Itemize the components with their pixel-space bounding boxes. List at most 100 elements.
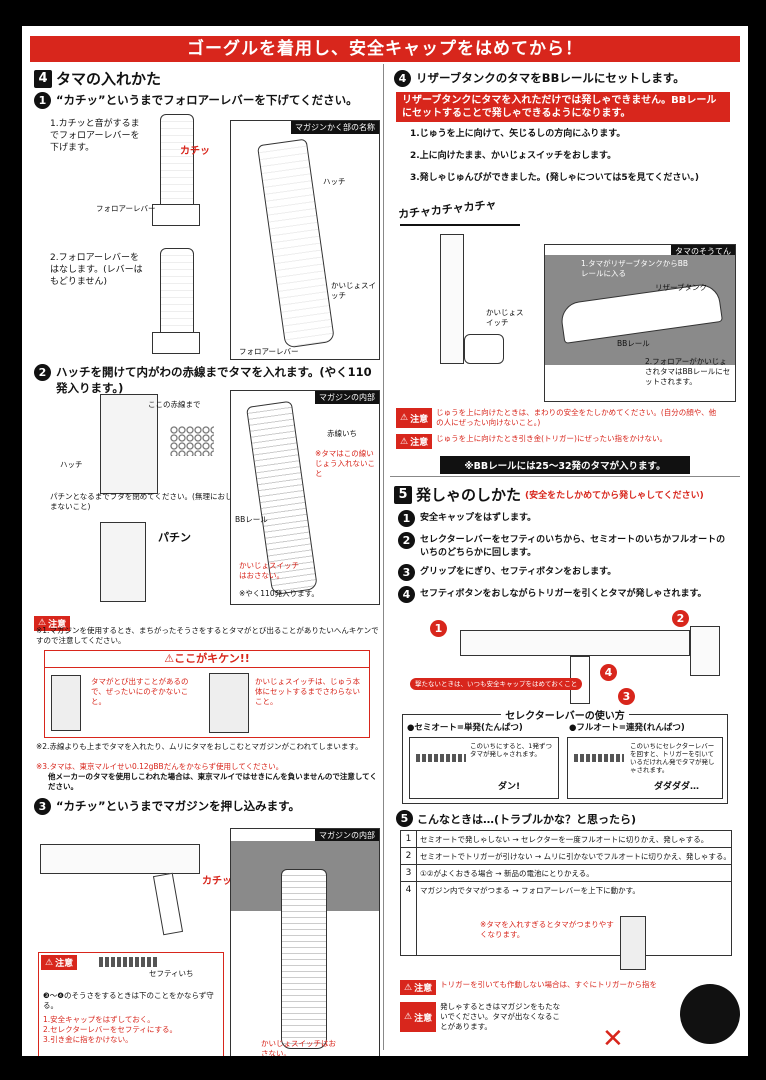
bb-rail-label: BBレール <box>235 515 268 524</box>
section-4-heading: タマの入れかた <box>56 70 162 88</box>
bb-rail-capacity-bar: ※BBレールには25〜32発のタマが入ります。 <box>440 456 690 474</box>
fire-step-2: 2 セレクターレバーをセフティのいちから、セミオートのいちかフルオートのいちのど… <box>398 532 734 558</box>
caution-2-box: ⚠注意 セフティいち ❸〜❹のそうさをするときは下のことをかならず守る。 1.安… <box>38 952 224 1056</box>
magazine-illustration-1 <box>160 114 194 214</box>
katchi-label-1: カチッ <box>180 146 210 157</box>
left-column: 4 タマの入れかた 1 “カチッ”というまでフォロアーレバーを下げてください。 … <box>30 64 384 1056</box>
pachin-label: パチン <box>158 531 191 544</box>
red-line-position: 赤線いち <box>327 429 357 438</box>
katchi-label-3: カチッ <box>202 876 232 887</box>
full-auto-note: このいちにセレクターレバーを回すと、トリガーを引いているだけれん発でタマが発しゃ… <box>630 742 715 774</box>
step-4-text: リザーブタンクのタマをBBレールにセットします。 <box>416 71 685 85</box>
step-4-caution-b: ⚠注意 じゅうを上に向けたとき引き金(トリガー)にぜったい指をかけない。 <box>396 434 716 449</box>
section-5-title: 5 発しゃのしかた (安全をたしかめてから発しゃしてください) <box>394 484 704 505</box>
danger-left-text: タマがとび出すことがあるので、ぜったいにのぞかないこと。 <box>91 677 189 706</box>
step-1-sub-2: 2.フォロアーレバーをはなします。(レバーはもどりません) <box>50 253 143 287</box>
magazine-illustration-2 <box>160 248 194 344</box>
bottom-caution-2-badge: ⚠注意 <box>400 1002 437 1032</box>
note-3: ※3.タマは、東京マルイせい0.12gBBだんをかならず使用してください。 <box>36 762 284 771</box>
bottom-caution-1: ⚠注意 トリガーを引いても作動しない場合は、すぐにトリガーから指を <box>400 980 660 995</box>
gun-stock <box>690 626 720 676</box>
semi-auto-panel: このいちにすると、1発ずつタマが発しゃされます。 ダン! <box>409 737 559 799</box>
trouble-row-num: 4 <box>401 882 417 955</box>
section-5-heading: 発しゃのしかた <box>416 486 522 504</box>
step-2-text: ハッチを開けて内がわの赤線までタマを入れます。(やく110発入ります。) <box>56 365 372 395</box>
hatch-open-illustration <box>100 394 158 494</box>
trouble-title: 5 こんなときは…(トラブルかな？と思ったら) <box>396 810 636 827</box>
note-2: ※2.赤線よりも上までタマを入れたり、ムリにタマをおしこむとマガジンがこわれてし… <box>36 742 363 751</box>
safety-position-label: セフティいち <box>149 969 194 978</box>
dadada-sound: ダダダダ… <box>654 782 700 792</box>
gun-body <box>40 844 200 874</box>
bottom-caution-1-label: 注意 <box>414 984 433 994</box>
loading-frame-title: タマのそうてん <box>671 245 735 258</box>
fire-step-2-text: セレクターレバーをセフティのいちから、セミオートのいちかフルオートのいちのどちら… <box>420 535 726 558</box>
danger-right-text: かいじょスイッチは、じゅう本体にセットするまでさわらないこと。 <box>255 677 360 706</box>
safety-cap-warning-pill: 撃たないときは、いつも安全キャップをはめておくこと <box>410 678 583 690</box>
step-4-number: 4 <box>394 70 411 87</box>
trouble-heading: こんなときは…(トラブルかな？と思ったら) <box>417 812 637 826</box>
caution-1-label: 注意 <box>48 619 67 630</box>
step-1-sub-1: 1.カチッと音がするまでフォロアーレバーを下げます。 <box>50 119 140 153</box>
bb-pellets <box>170 426 214 456</box>
semi-auto-note: このいちにすると、1発ずつタマが発しゃされます。 <box>470 742 552 758</box>
step-1-number: 1 <box>34 92 51 109</box>
caution-2-intro: ❸〜❹のそうさをするときは下のことをかならず守る。 <box>43 991 214 1010</box>
release-switch-note-2: かいじょスイッチはおさない。 <box>261 1039 336 1056</box>
gun-insert-illustration <box>40 824 220 944</box>
follower-lever-bottom-label: フォロアーレバー <box>239 347 299 356</box>
jammed-magazine-illustration <box>620 916 646 970</box>
section-4-title: 4 タマの入れかた <box>34 68 161 89</box>
step-4-item-1: 1.じゅうを上に向けて、矢じるしの方向にふります。 <box>410 129 626 139</box>
magazine-inside-title: マガジンの内部 <box>315 391 379 404</box>
note-3b: 他メーカーのタマを使用しこわれた場合は、東京マルイではせきにんを負いませんので注… <box>48 772 377 791</box>
section-divider <box>390 476 740 477</box>
step-4-caution-a: ⚠注意 じゅうを上に向けたときは、まわりの安全をたしかめてください。(自分の顔や… <box>396 408 716 428</box>
step-4-item-2: 2.上に向けたまま、かいじょスイッチをおします。 <box>410 151 617 161</box>
fire-step-1: 1 安全キャップをはずします。 <box>398 510 734 527</box>
semi-auto-label: ●セミオート=単発(たんぱつ) <box>407 723 523 733</box>
callout-2: 2 <box>672 610 689 627</box>
step-4-caution-b-label: 注意 <box>410 438 429 448</box>
bb-limit-note: ※タマはこの線いじょう入れないこと <box>315 449 375 478</box>
release-switch-label-2: かいじょスイッチ <box>486 308 524 327</box>
magazine-seated-view <box>281 869 327 1049</box>
redaction-circle <box>680 984 740 1044</box>
bottom-caution-2: ⚠注意 発しゃするときはマガジンをもたないでください。タマが出なくなることがあり… <box>400 1002 560 1032</box>
magazine-inserting <box>152 872 184 936</box>
loading-note-2: 2.フォロアーがかいじょされタマはBBレールにセットされます。 <box>645 357 731 386</box>
release-switch-label: かいじょスイッチ <box>331 281 376 300</box>
fire-step-4: 4 セフティボタンをおしながらトリガーを引くとタマが発しゃされます。 <box>398 586 734 603</box>
trouble-row-text: セミオートで発しゃしない → セレクターを一度フルオートに切りかえ、発しゃする。 <box>420 834 709 844</box>
kacha-label: カチャカチャカチャ <box>397 197 498 222</box>
magazine-inside-frame-2: マガジンの内部 かいじょスイッチはおさない。 <box>230 828 380 1056</box>
hatch-label-2: ハッチ <box>60 460 83 469</box>
cross-mark-icon: ✕ <box>602 1024 624 1054</box>
instruction-page: ゴーグルを着用し、安全キャップをはめてから！ 4 タマの入れかた 1 “カチッ”… <box>22 26 748 1056</box>
step-4-caution-a-badge: ⚠注意 <box>396 408 433 428</box>
caution-1-text: ※1.マガジンを使用するとき、まちがったそうさをするとタマがとび出ることがありた… <box>36 626 379 645</box>
caution-2-badge: ⚠注意 <box>41 955 78 970</box>
bottom-caution-2-label: 注意 <box>414 1013 433 1024</box>
fire-step-2-number: 2 <box>398 532 415 549</box>
dan-sound: ダン! <box>498 782 521 792</box>
firing-illustration: 1 2 3 4 撃たないときは、いつも安全キャップをはめておくこと <box>410 610 730 710</box>
magazine-inside-frame: マガジンの内部 赤線いち ※タマはこの線いじょう入れないこと BBレール かいじ… <box>230 390 380 605</box>
bottom-caution-2-text: 発しゃするときはマガジンをもたないでください。タマが出なくなることがあります。 <box>440 1002 561 1031</box>
danger-illustration-left <box>51 675 81 731</box>
fire-step-3: 3 グリップをにぎり、セフティボタンをおします。 <box>398 564 734 581</box>
step-4-caution-b-text: じゅうを上に向けたとき引き金(トリガー)にぜったい指をかけない。 <box>436 434 667 443</box>
danger-title-text: ここがキケン!! <box>174 652 250 665</box>
danger-illustration-right <box>209 673 249 733</box>
safety-banner: ゴーグルを着用し、安全キャップをはめてから！ <box>30 36 740 62</box>
section-5-number: 5 <box>394 485 412 504</box>
danger-title: ⚠ここがキケン!! <box>45 651 369 668</box>
caution-2-item-3: 3.引き金に指をかけない。 <box>43 1035 133 1044</box>
step-4-item-3: 3.発しゃじゅんびができました。(発しゃについては5を見てください。) <box>410 173 699 183</box>
loading-note-1: 1.タマがリザーブタンクからBBレールに入る <box>581 259 688 278</box>
step-3: 3 “カチッ”というまでマガジンを押し込みます。 <box>34 798 374 815</box>
